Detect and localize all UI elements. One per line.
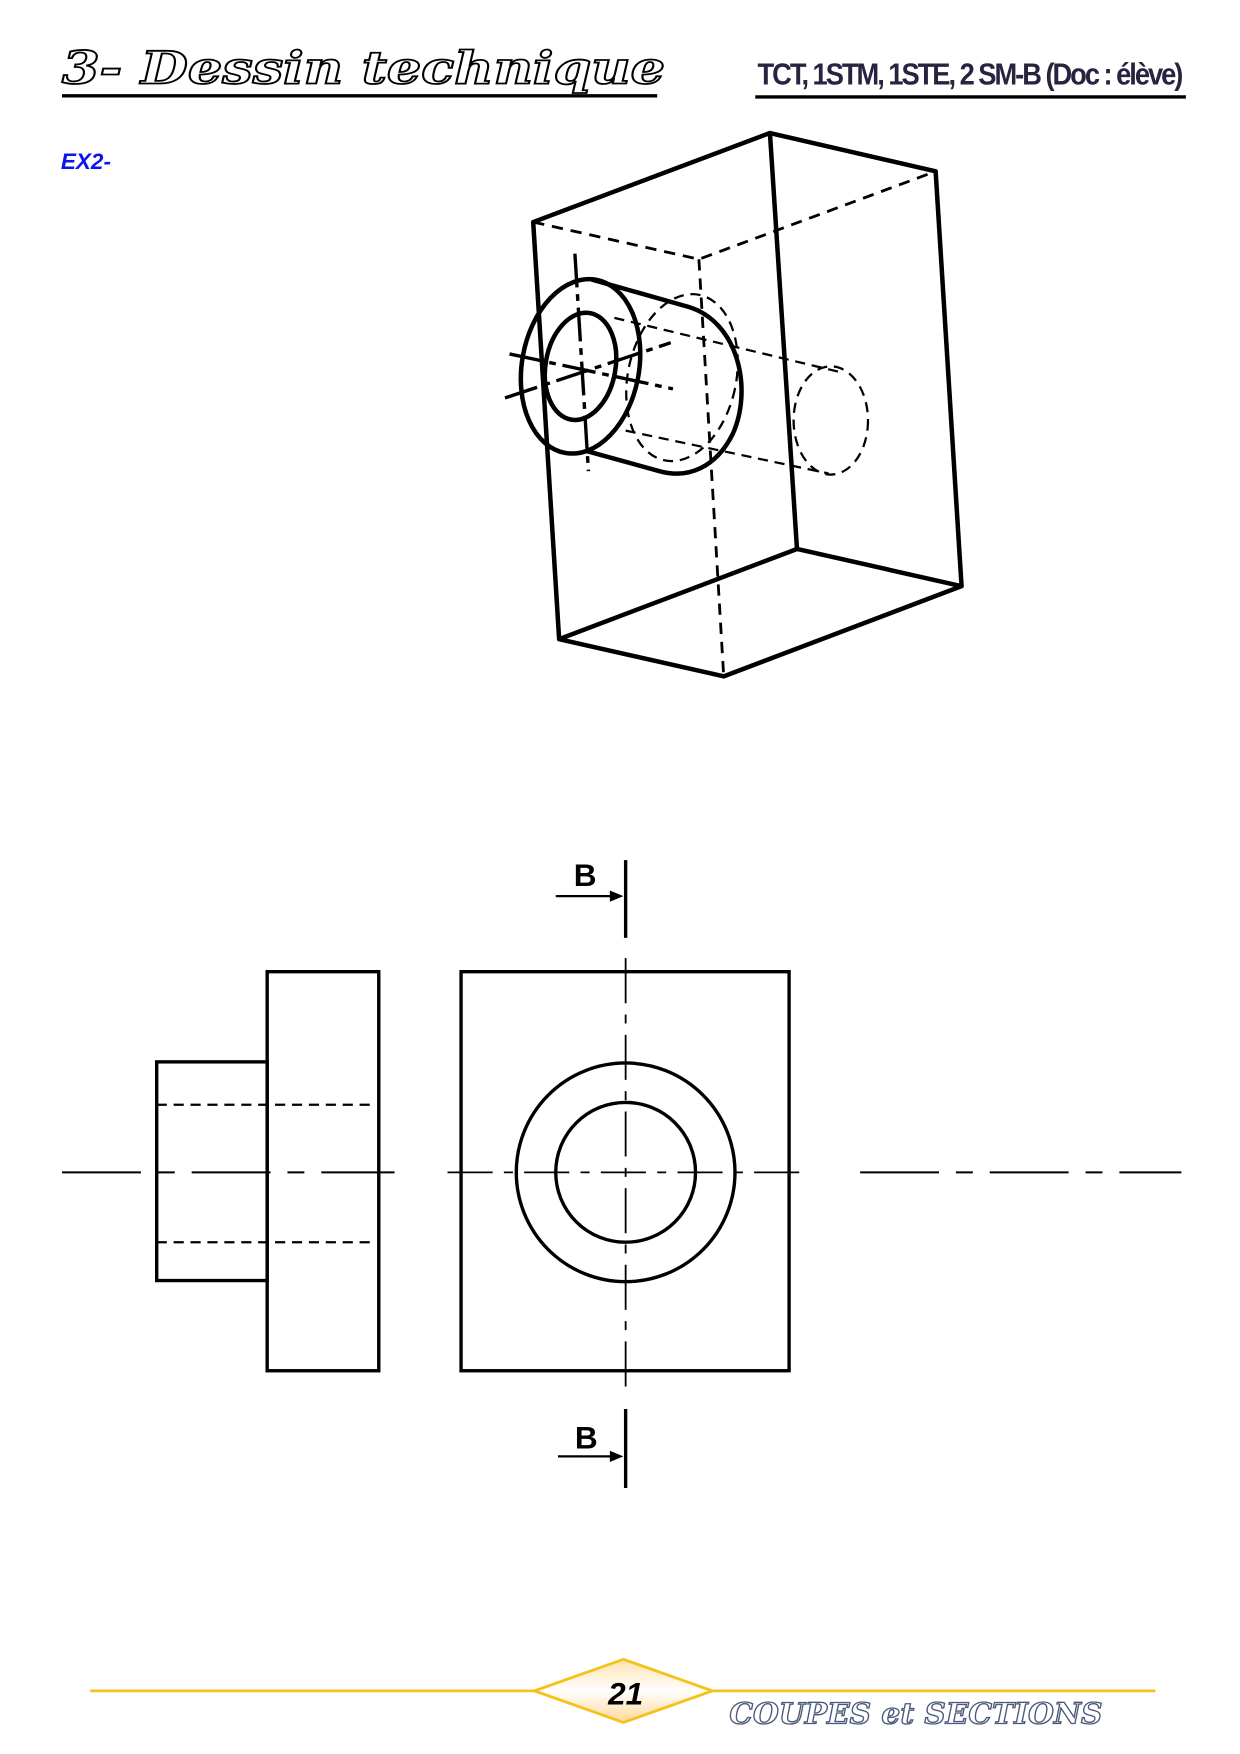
hidden-bore-end [792,365,870,476]
page-title: 3- Dessin technique [62,41,665,94]
exercise-label: EX2- [61,149,111,174]
hidden-top-edges [532,170,937,261]
block-outline [530,130,964,679]
class-list: TCT, 1STM, 1STE, 2 SM-B (Doc : élève) [758,58,1183,92]
page-number: 21 [607,1675,643,1711]
hidden-bore-top [614,316,841,374]
chapter-title: COUPES et SECTIONS [729,1696,1102,1731]
side-view [62,969,395,1373]
page-number-diamond [530,1657,717,1724]
bore-front [542,310,619,423]
header: 3- Dessin technique TCT, 1STM, 1STE, 2 S… [61,41,1186,99]
section-label-bottom: B [575,1420,598,1456]
arrow-right-icon [609,890,624,902]
section-mark-bottom: B [558,1409,628,1488]
hidden-boss-back [625,293,739,463]
hidden-bore-bottom [625,429,829,475]
block-edge-bottom [558,546,798,642]
section-label-top: B [574,857,597,893]
isometric-view [504,130,964,679]
footer: 21 COUPES et SECTIONS [90,1657,1156,1731]
front-view [447,958,1182,1389]
hidden-vertical-edge [697,259,726,677]
block-edge-vertical [767,132,963,589]
arrow-right-icon [609,1450,624,1463]
center-line-vertical [573,253,591,472]
boss-body [585,277,744,476]
section-mark-top: B [555,857,628,938]
center-line-axis [509,352,674,391]
